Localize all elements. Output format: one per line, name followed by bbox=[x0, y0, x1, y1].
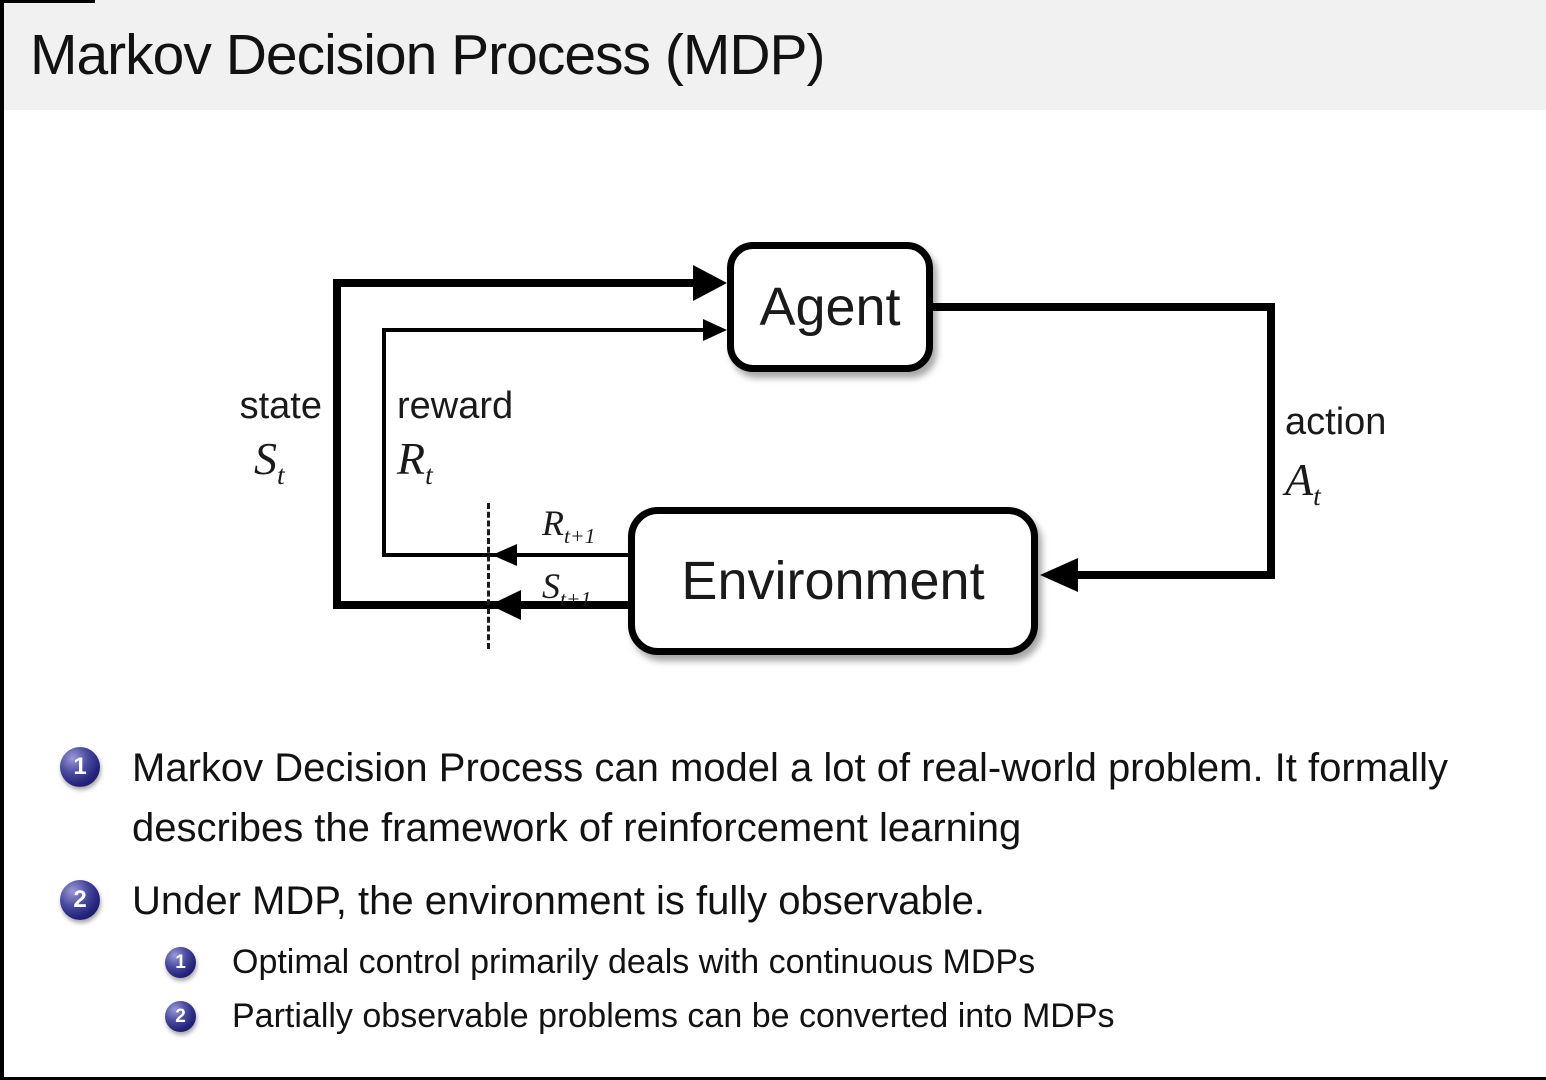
action-line-vertical bbox=[1267, 303, 1275, 579]
bottom-edge-border bbox=[0, 1077, 1546, 1080]
sub-bullet-number-badge: 1 bbox=[165, 947, 196, 978]
state-arrowhead-icon bbox=[693, 265, 727, 301]
environment-node: Environment bbox=[628, 507, 1038, 655]
bullet-text: Under MDP, the environment is fully obse… bbox=[132, 879, 986, 923]
left-edge-border bbox=[0, 0, 4, 1080]
sub-bullet-text: Partially observable problems can be con… bbox=[232, 997, 1115, 1035]
action-line-bottom bbox=[1070, 571, 1275, 579]
next-state-line bbox=[333, 601, 633, 609]
sub-bullet-text: Optimal control primarily deals with con… bbox=[232, 943, 1036, 981]
reward-line-vertical bbox=[382, 328, 386, 557]
sub-bullet-list: 1 Optimal control primarily deals with c… bbox=[165, 939, 1510, 1040]
environment-node-label: Environment bbox=[681, 551, 985, 611]
timestep-dashed-line bbox=[487, 503, 490, 649]
state-line-vertical bbox=[333, 279, 341, 609]
state-line-top bbox=[337, 279, 695, 287]
next-state-symbol: St+1 bbox=[542, 566, 592, 612]
state-label: state bbox=[239, 385, 322, 427]
reward-arrowhead-icon bbox=[703, 319, 727, 341]
reward-label: reward bbox=[397, 385, 514, 427]
agent-node: Agent bbox=[727, 242, 933, 372]
slide-title: Markov Decision Process (MDP) bbox=[30, 23, 825, 87]
list-item: 1 Markov Decision Process can model a lo… bbox=[60, 738, 1510, 858]
action-arrowhead-icon bbox=[1040, 558, 1078, 592]
slide-header: Markov Decision Process (MDP) bbox=[0, 0, 1546, 110]
action-symbol: At bbox=[1285, 454, 1321, 512]
bullet-number-badge: 1 bbox=[60, 747, 100, 787]
bullet-text: Markov Decision Process can model a lot … bbox=[132, 746, 1449, 850]
next-reward-arrowhead-icon bbox=[492, 544, 517, 566]
state-symbol: St bbox=[254, 433, 285, 491]
reward-symbol: Rt bbox=[397, 433, 433, 491]
next-state-arrowhead-icon bbox=[490, 590, 521, 620]
top-left-edge-border bbox=[0, 0, 95, 3]
agent-node-label: Agent bbox=[759, 277, 901, 337]
bullet-list: 1 Markov Decision Process can model a lo… bbox=[60, 738, 1510, 1040]
sub-bullet-number-badge: 2 bbox=[165, 1001, 196, 1032]
reward-line-top bbox=[382, 328, 705, 332]
action-label: action bbox=[1285, 401, 1387, 443]
next-reward-symbol: Rt+1 bbox=[542, 503, 596, 549]
list-item: 1 Optimal control primarily deals with c… bbox=[165, 939, 1510, 986]
list-item: 2 Under MDP, the environment is fully ob… bbox=[60, 871, 1510, 931]
list-item: 2 Partially observable problems can be c… bbox=[165, 993, 1510, 1040]
bullet-number-badge: 2 bbox=[60, 880, 100, 920]
action-line-top bbox=[933, 303, 1275, 311]
